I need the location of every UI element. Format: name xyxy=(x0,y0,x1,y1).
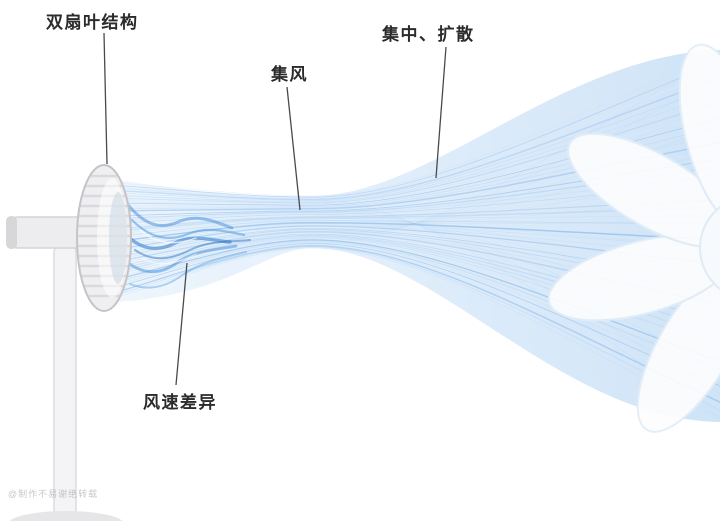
turbulence-swirls xyxy=(124,203,251,289)
leader-lines xyxy=(103,32,447,386)
fan-head xyxy=(6,164,132,521)
label-dual-blade-structure: 双扇叶结构 xyxy=(46,13,139,32)
leader-air-gather xyxy=(286,86,301,211)
leader-concentrate-diffuse xyxy=(435,46,447,179)
fan-arm-cap xyxy=(6,216,17,249)
leader-wind-speed-diff xyxy=(175,262,188,386)
label-air-gather: 集风 xyxy=(271,65,308,84)
watermark: @制作不易谢绝转载 xyxy=(8,489,99,499)
label-wind-speed-difference: 风速差异 xyxy=(143,393,217,412)
fan-base xyxy=(9,511,123,521)
leader-dual-blade xyxy=(103,32,108,165)
right-fan-blade xyxy=(547,43,720,433)
fan-pole xyxy=(53,245,77,521)
label-concentrate-diffuse: 集中、扩散 xyxy=(382,25,475,44)
